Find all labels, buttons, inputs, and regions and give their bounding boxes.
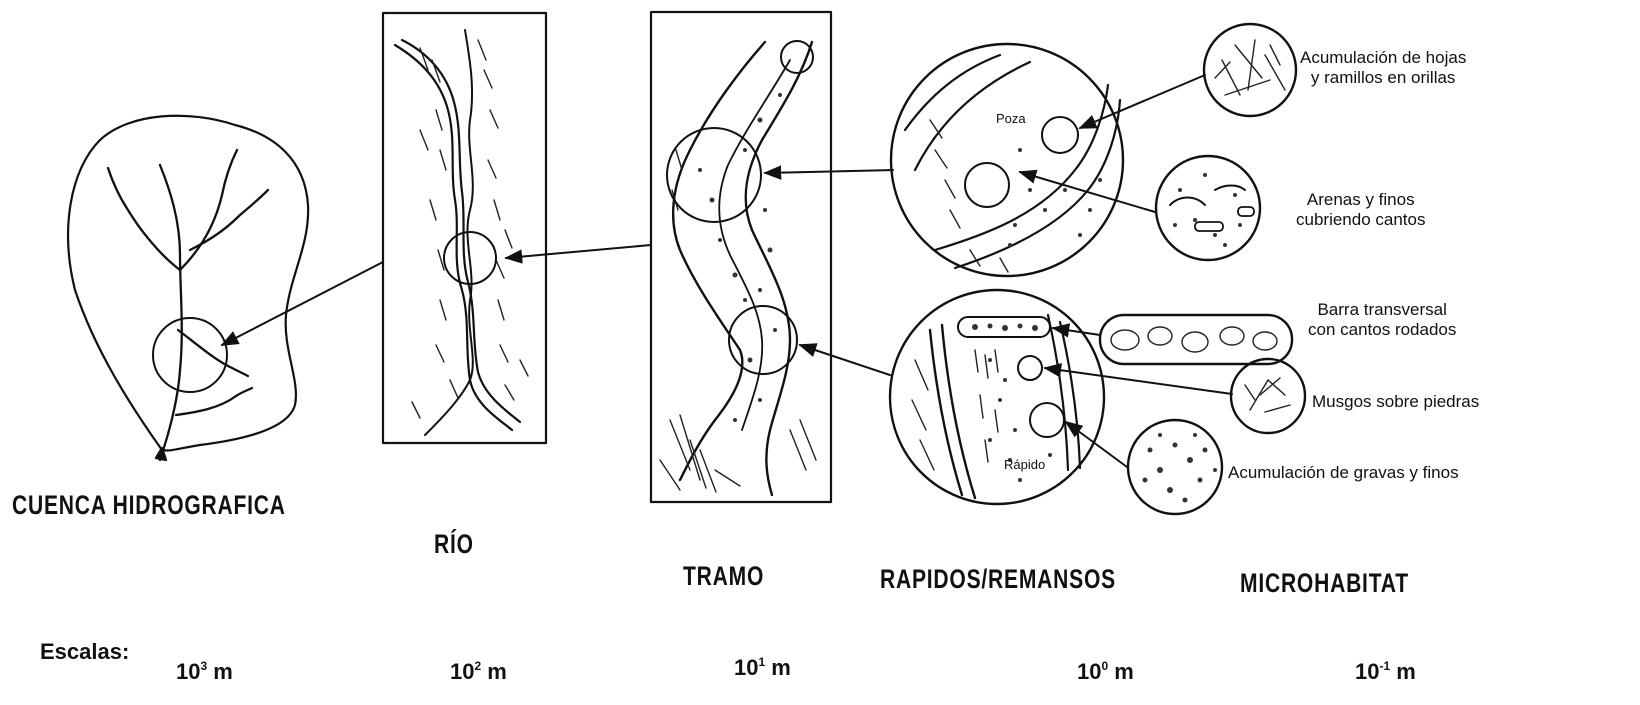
stream-network	[108, 150, 268, 460]
level-cuenca: CUENCA HIDROGRAFICA	[12, 492, 286, 519]
micro-moss-circle	[1231, 359, 1305, 433]
scale-3-base: 10	[734, 655, 758, 680]
scale-1-unit: m	[213, 659, 233, 684]
scale-2-base: 10	[450, 659, 474, 684]
scale-1-base: 10	[176, 659, 200, 684]
scale-2: 102 m	[450, 660, 507, 683]
note-bar-line2: con cantos rodados	[1308, 320, 1456, 340]
note-gravel: Acumulación de gravas y finos	[1228, 463, 1459, 483]
label-rapido: Rápido	[1004, 458, 1045, 471]
note-sand: Arenas y finos cubriendo cantos	[1296, 190, 1425, 230]
rapid-detail	[890, 290, 1104, 504]
scale-4: 100 m	[1077, 660, 1134, 683]
micro-sand-circle	[1156, 156, 1260, 260]
note-leaves-line1: Acumulación de hojas	[1300, 48, 1466, 68]
level-tramo: TRAMO	[683, 563, 764, 590]
note-sand-line2: cubriendo cantos	[1296, 210, 1425, 230]
river-panel	[383, 13, 546, 443]
note-moss: Musgos sobre piedras	[1312, 392, 1479, 412]
label-poza: Poza	[996, 112, 1026, 125]
note-bar: Barra transversal con cantos rodados	[1308, 300, 1456, 340]
note-leaves: Acumulación de hojas y ramillos en orill…	[1300, 48, 1466, 88]
scale-4-base: 10	[1077, 659, 1101, 684]
scale-4-exp: 0	[1101, 659, 1108, 673]
scale-1: 103 m	[176, 660, 233, 683]
note-leaves-line2: y ramillos en orillas	[1300, 68, 1466, 88]
scale-2-unit: m	[487, 659, 507, 684]
reach-rapid-circle	[729, 306, 797, 374]
scale-4-unit: m	[1114, 659, 1134, 684]
scale-5-unit: m	[1396, 659, 1416, 684]
reach-pool-circle	[667, 128, 761, 222]
note-sand-line1: Arenas y finos	[1296, 190, 1425, 210]
note-bar-line1: Barra transversal	[1308, 300, 1456, 320]
microhabitat-drawings	[1100, 24, 1305, 514]
scales-title: Escalas:	[40, 641, 129, 663]
watershed-zoom-circle	[153, 318, 227, 392]
scale-5: 10-1 m	[1355, 660, 1416, 683]
level-rapidos: RAPIDOS/REMANSOS	[880, 566, 1116, 593]
zoom-arrows	[222, 75, 1232, 467]
scale-1-exp: 3	[200, 659, 207, 673]
scale-3: 101 m	[734, 656, 791, 679]
micro-gravel-circle	[1128, 420, 1222, 514]
pool-detail	[891, 44, 1123, 276]
reach-panel	[651, 12, 831, 502]
scale-2-exp: 2	[474, 659, 481, 673]
micro-leaves-circle	[1204, 24, 1296, 116]
level-micro: MICROHABITAT	[1240, 570, 1409, 597]
scale-3-exp: 1	[758, 655, 765, 669]
scale-5-exp: -1	[1379, 659, 1390, 673]
level-rio: RÍO	[434, 531, 474, 558]
scale-5-base: 10	[1355, 659, 1379, 684]
micro-bar-capsule	[1100, 315, 1292, 364]
scale-3-unit: m	[771, 655, 791, 680]
watershed-drawing	[68, 116, 308, 460]
